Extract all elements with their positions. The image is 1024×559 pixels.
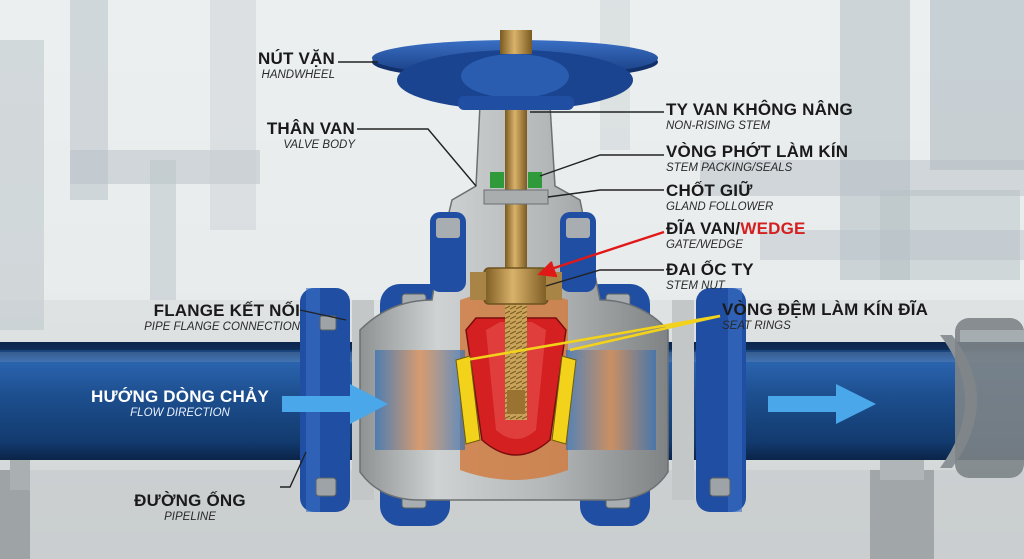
label-packing-vi: VÒNG PHỚT LÀM KÍN — [666, 142, 849, 161]
valve-stem — [470, 40, 562, 420]
label-seat-rings: VÒNG ĐỆM LÀM KÍN ĐĨA SEAT RINGS — [722, 301, 928, 333]
label-handwheel-vi: NÚT VẶN — [258, 49, 335, 68]
label-flow-en: FLOW DIRECTION — [130, 407, 230, 419]
label-valve-body: THÂN VAN VALVE BODY — [150, 120, 355, 152]
label-gland-en: GLAND FOLLOWER — [666, 201, 774, 213]
label-flange-en: PIPE FLANGE CONNECTION — [144, 321, 300, 333]
label-pipeline-en: PIPELINE — [164, 511, 216, 523]
label-handwheel-en: HANDWHEEL — [261, 69, 335, 81]
leader-lines — [280, 61, 664, 488]
label-stem-en: NON-RISING STEM — [666, 120, 771, 132]
label-handwheel: NÚT VẶN HANDWHEEL — [150, 50, 335, 82]
label-seat-vi: VÒNG ĐỆM LÀM KÍN ĐĨA — [722, 300, 929, 319]
label-gland-vi: CHỐT GIỮ — [666, 181, 753, 200]
label-flange-vi: FLANGE KẾT NỐI — [153, 301, 300, 320]
label-flow-direction: HƯỚNG DÒNG CHẢY FLOW DIRECTION — [80, 388, 280, 420]
label-wedge-vi: ĐĨA VAN/ — [666, 219, 741, 238]
label-gland: CHỐT GIỮ GLAND FOLLOWER — [666, 182, 773, 214]
label-valve-body-en: VALVE BODY — [283, 139, 355, 151]
label-pipeline-vi: ĐƯỜNG ỐNG — [134, 491, 246, 510]
label-stem-nut-en: STEM NUT — [666, 280, 725, 292]
label-wedge-accent: WEDGE — [740, 219, 806, 238]
label-stem-nut-vi: ĐAI ỐC TY — [666, 260, 754, 279]
label-flow-vi: HƯỚNG DÒNG CHẢY — [91, 387, 269, 406]
label-stem: TY VAN KHÔNG NÂNG NON-RISING STEM — [666, 101, 853, 133]
label-flange: FLANGE KẾT NỐI PIPE FLANGE CONNECTION — [80, 302, 300, 334]
label-valve-body-vi: THÂN VAN — [266, 119, 355, 138]
label-wedge: ĐĨA VAN/WEDGE GATE/WEDGE — [666, 220, 806, 252]
flow-arrows — [282, 384, 876, 424]
wedge-leader — [537, 230, 665, 278]
label-pipeline: ĐƯỜNG ỐNG PIPELINE — [100, 492, 280, 524]
label-packing-en: STEM PACKING/SEALS — [666, 162, 793, 174]
label-packing: VÒNG PHỚT LÀM KÍN STEM PACKING/SEALS — [666, 143, 848, 175]
label-seat-en: SEAT RINGS — [722, 320, 791, 332]
handwheel-graphic — [372, 30, 658, 110]
label-wedge-en: GATE/WEDGE — [666, 239, 744, 251]
label-stem-nut: ĐAI ỐC TY STEM NUT — [666, 261, 754, 293]
seat-leaders — [465, 314, 721, 362]
label-stem-vi: TY VAN KHÔNG NÂNG — [666, 100, 853, 119]
